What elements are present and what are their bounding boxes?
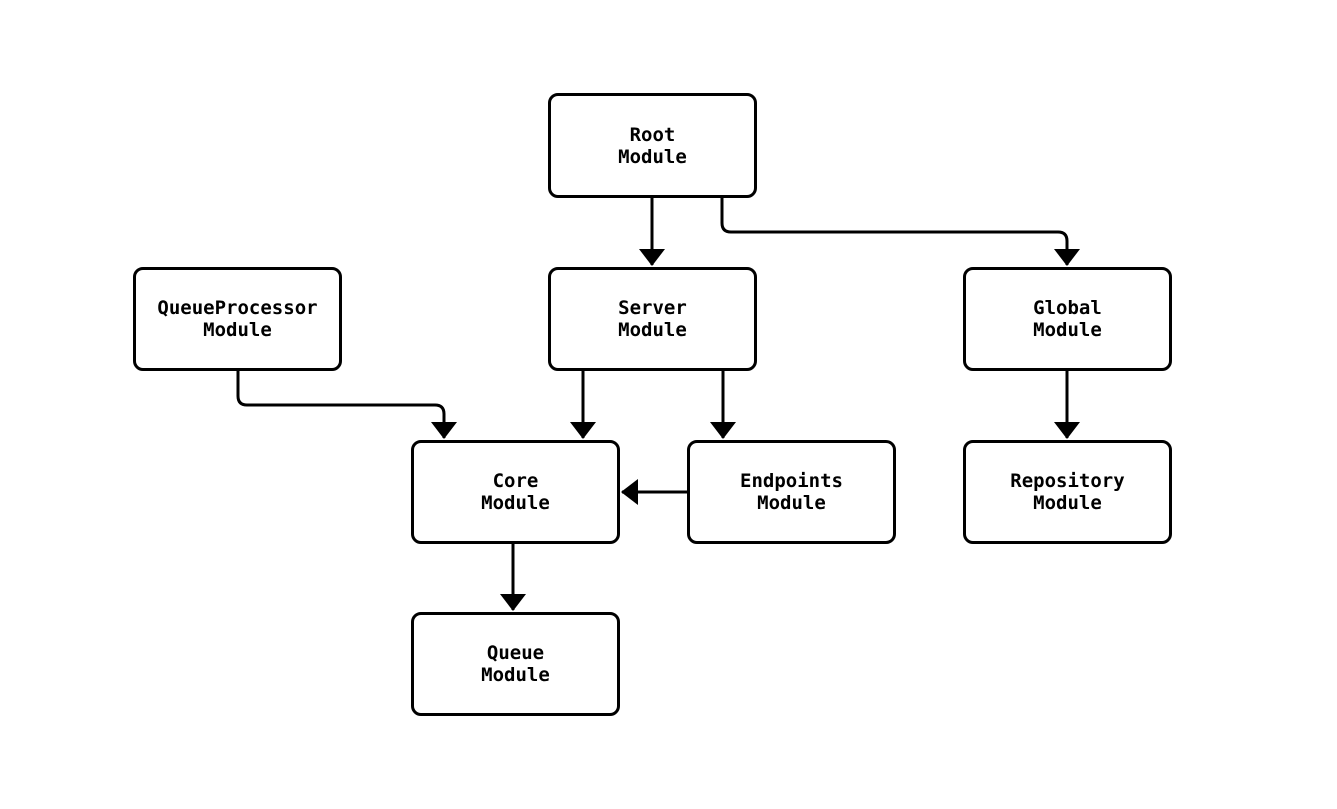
node-label: QueueProcessor	[157, 297, 318, 319]
node-core-module: Core Module	[411, 440, 620, 544]
node-label: Repository	[1010, 470, 1125, 492]
node-queue-module: Queue Module	[411, 612, 620, 716]
node-label: Module	[757, 492, 826, 514]
node-label: Module	[203, 319, 272, 341]
node-label: Module	[481, 664, 550, 686]
node-global-module: Global Module	[963, 267, 1172, 371]
node-queueprocessor-module: QueueProcessor Module	[133, 267, 342, 371]
node-root-module: Root Module	[548, 93, 757, 198]
node-label: Endpoints	[740, 470, 843, 492]
node-label: Module	[618, 145, 687, 168]
node-endpoints-module: Endpoints Module	[687, 440, 896, 544]
node-repository-module: Repository Module	[963, 440, 1172, 544]
node-label: Queue	[486, 642, 545, 664]
node-label: Global	[1033, 297, 1102, 319]
node-label: Module	[1033, 492, 1102, 514]
node-label: Module	[1033, 319, 1102, 341]
node-label: Root	[629, 123, 676, 146]
edge-root-to-global	[720, 196, 1080, 266]
node-label: Core	[492, 470, 539, 492]
node-label: Server	[618, 297, 687, 319]
node-label: Module	[481, 492, 550, 514]
edge-queueprocessor-to-core	[236, 369, 457, 439]
node-server-module: Server Module	[548, 267, 757, 371]
node-label: Module	[618, 319, 687, 341]
